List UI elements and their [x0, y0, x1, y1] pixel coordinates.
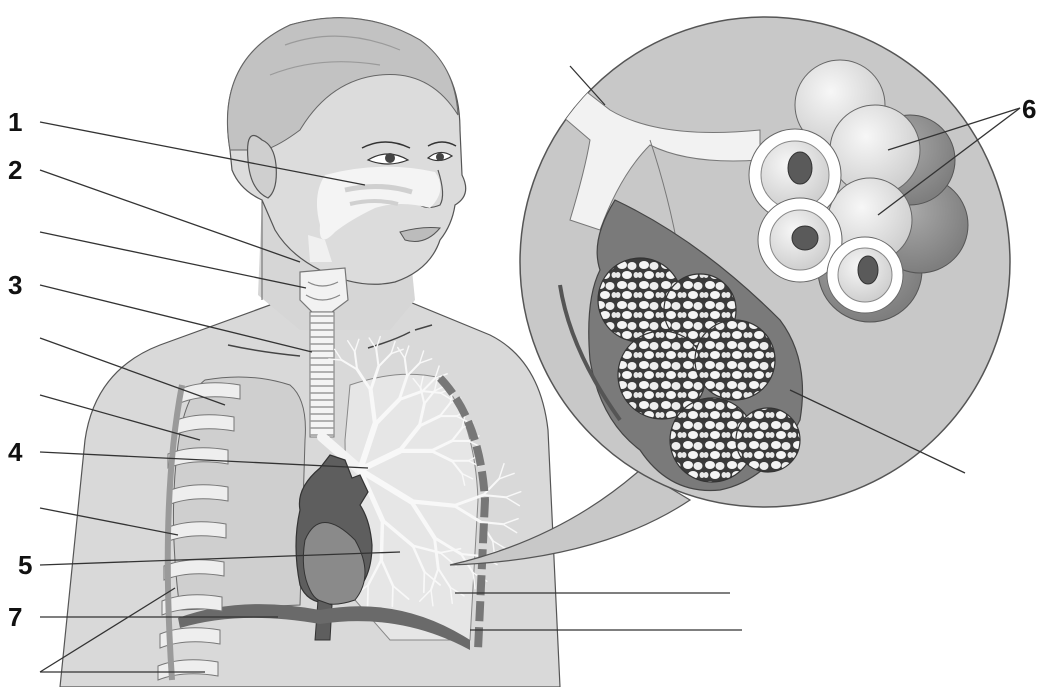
larynx — [300, 268, 348, 312]
label-7: 7 — [8, 602, 22, 632]
label-4: 4 — [8, 437, 23, 467]
label-1: 1 — [8, 107, 22, 137]
label-2: 2 — [8, 155, 22, 185]
label-5: 5 — [18, 550, 32, 580]
trachea — [310, 312, 334, 437]
label-6: 6 — [1022, 94, 1036, 124]
label-3: 3 — [8, 270, 22, 300]
